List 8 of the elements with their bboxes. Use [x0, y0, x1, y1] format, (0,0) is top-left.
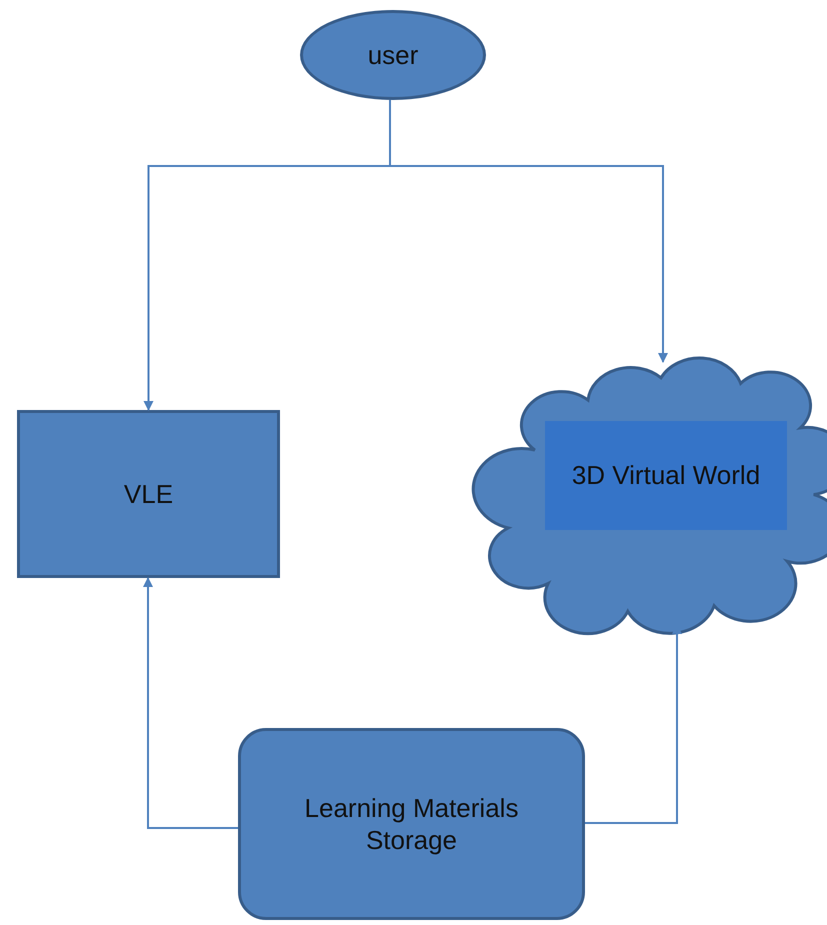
arrow [143, 577, 238, 829]
node-label: Learning Materials Storage [304, 792, 520, 856]
rounded-box [238, 728, 585, 920]
label-box [545, 421, 787, 530]
node-label: user [368, 38, 418, 72]
node-label: 3D Virtual World [572, 459, 760, 492]
process-box [17, 410, 280, 578]
node-label: VLE [124, 478, 174, 510]
